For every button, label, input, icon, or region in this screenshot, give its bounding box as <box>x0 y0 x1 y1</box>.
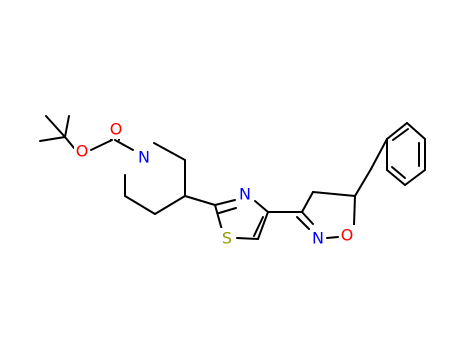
isoxazoline-oxygen-label: O <box>341 226 354 245</box>
carbonyl-oxygen-label: O <box>110 120 123 139</box>
dihydroisoxazole-ring-bonds <box>296 191 356 239</box>
ester-oxygen-label: O <box>76 142 89 161</box>
piperidine-ring-bonds <box>124 142 186 215</box>
piperidine-thiazole-linker-bond <box>184 195 216 206</box>
atom-labels: O O N N S N O <box>74 119 355 248</box>
phenyl-ring-bonds <box>354 122 426 197</box>
isoxazoline-nitrogen-label: N <box>312 229 324 248</box>
thiazole-ring-bonds <box>214 199 269 240</box>
thiazole-sulfur-label: S <box>222 229 232 248</box>
tert-butyl-bonds <box>39 115 75 149</box>
thiazole-nitrogen-label: N <box>239 185 251 204</box>
piperidine-nitrogen-label: N <box>138 148 150 167</box>
